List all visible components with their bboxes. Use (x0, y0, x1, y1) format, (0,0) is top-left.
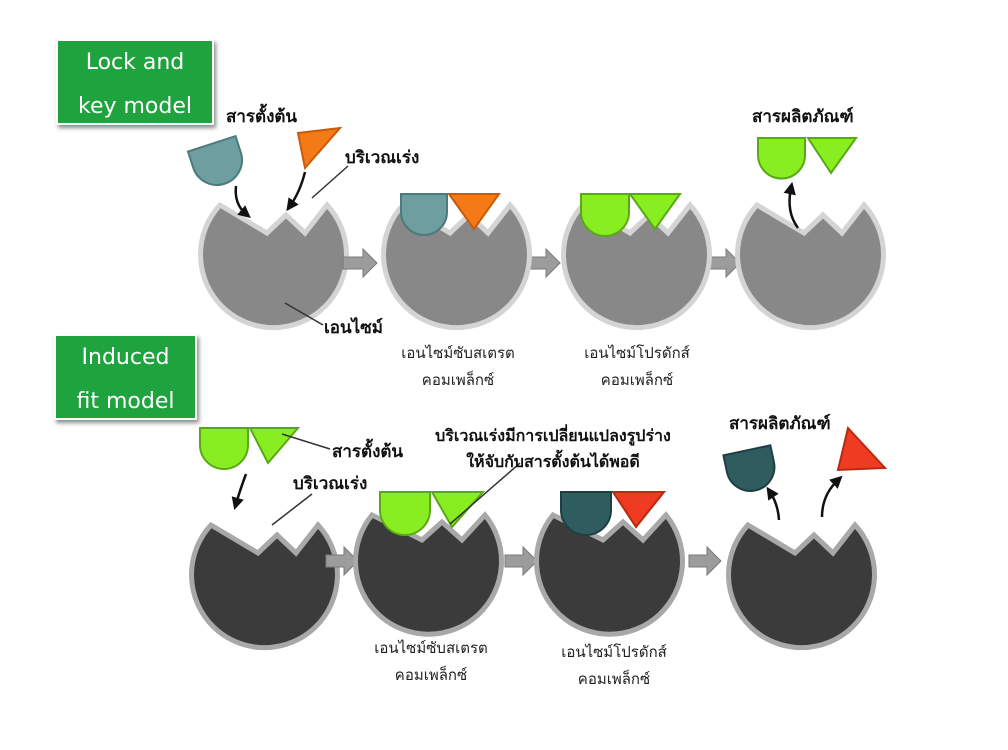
step-arrow-6 (688, 545, 722, 577)
induced-ep-complex-line2: คอมเพล็กซ์ (577, 670, 651, 688)
induced-change-note: บริเวณเร่งมีการเปลี่ยนแปลงรูปร่าง ให้จับ… (418, 423, 688, 475)
pointer-change-note (449, 462, 521, 525)
lock-es-complex-label: เอนไซม์ซับสเตรต คอมเพล็กซ์ (383, 340, 533, 394)
pointer-enzyme (284, 302, 324, 326)
induced-active-site-label: บริเวณเร่ง (293, 474, 368, 494)
lock-and-key-badge: Lock and key model (56, 39, 214, 125)
induced-change-note-line2: ให้จับกับสารตั้งต้นได้พอดี (466, 452, 640, 471)
induced-ep-complex-label: เอนไซม์โปรดักส์ คอมเพล็กซ์ (539, 639, 689, 693)
arrow-product-out (783, 181, 800, 229)
arrow-substrate-in-2 (286, 171, 307, 212)
arrow-induced-in (231, 473, 248, 511)
ep-induced-red-triangle (611, 491, 667, 529)
step-arrow-4 (325, 545, 359, 577)
lock-es-complex-line2: คอมเพล็กซ์ (421, 371, 495, 389)
induced-fit-badge-line1: Induced (81, 345, 170, 370)
step-arrow-5 (504, 545, 538, 577)
pointer-substrate-induced (281, 433, 331, 450)
induced-es-complex-label: เอนไซม์ซับสเตรต คอมเพล็กซ์ (356, 635, 506, 689)
product-green-triangle (806, 137, 858, 175)
enzyme-released-lock (735, 201, 886, 331)
lock-es-complex-line1: เอนไซม์ซับสเตรต (401, 344, 515, 362)
arrow-induced-out-2 (820, 475, 843, 518)
es-substrate-orange (447, 193, 501, 231)
induced-substrate-green-triangle (248, 427, 301, 465)
induced-substrate-label: สารตั้งต้น (332, 442, 404, 462)
enzyme-released-induced (726, 521, 877, 651)
induced-product-label: สารผลิตภัณฑ์ (729, 414, 831, 434)
lock-active-site-label: บริเวณเร่ง (345, 148, 420, 168)
lock-product-label: สารผลิตภัณฑ์ (752, 107, 854, 127)
es-induced-green-semicircle (379, 491, 431, 536)
enzyme-es-complex-induced (353, 511, 504, 637)
product-induced-red (836, 425, 888, 472)
product-green-semicircle (757, 137, 806, 180)
product-induced-teal (722, 444, 776, 492)
lock-and-key-badge-line2: key model (77, 94, 192, 119)
substrate-teal-shape (186, 134, 243, 186)
induced-ep-complex-line1: เอนไซม์โปรดักส์ (561, 643, 667, 661)
ep-product-green-semicircle (580, 193, 630, 237)
induced-fit-badge-line2: fit model (76, 389, 175, 414)
induced-change-note-line1: บริเวณเร่งมีการเปลี่ยนแปลงรูปร่าง (435, 426, 671, 445)
es-substrate-teal (400, 193, 448, 236)
arrow-substrate-in-1 (234, 185, 251, 219)
induced-substrate-green-semicircle (199, 427, 249, 470)
ep-product-green-triangle (628, 193, 682, 231)
lock-substrate-label: สารตั้งต้น (226, 107, 298, 127)
enzyme-free-induced (189, 521, 340, 651)
lock-ep-complex-line2: คอมเพล็กซ์ (600, 371, 674, 389)
induced-es-complex-line2: คอมเพล็กซ์ (394, 666, 468, 684)
ep-induced-teal-semicircle (560, 491, 612, 536)
induced-fit-badge: Induced fit model (54, 334, 197, 420)
pointer-active-site-lock (311, 165, 349, 199)
lock-enzyme-label: เอนไซม์ (324, 318, 383, 338)
lock-and-key-badge-line1: Lock and (85, 50, 185, 75)
lock-ep-complex-line1: เอนไซม์โปรดักส์ (584, 344, 690, 362)
step-arrow-1 (342, 247, 378, 279)
pointer-active-site-induced (271, 493, 313, 526)
substrate-orange-shape (296, 126, 343, 171)
lock-ep-complex-label: เอนไซม์โปรดักส์ คอมเพล็กซ์ (562, 340, 712, 394)
arrow-induced-out-1 (766, 486, 781, 521)
induced-es-complex-line1: เอนไซม์ซับสเตรต (374, 639, 488, 657)
enzyme-ep-complex-induced (534, 511, 685, 637)
enzyme-free-lock (198, 201, 349, 331)
